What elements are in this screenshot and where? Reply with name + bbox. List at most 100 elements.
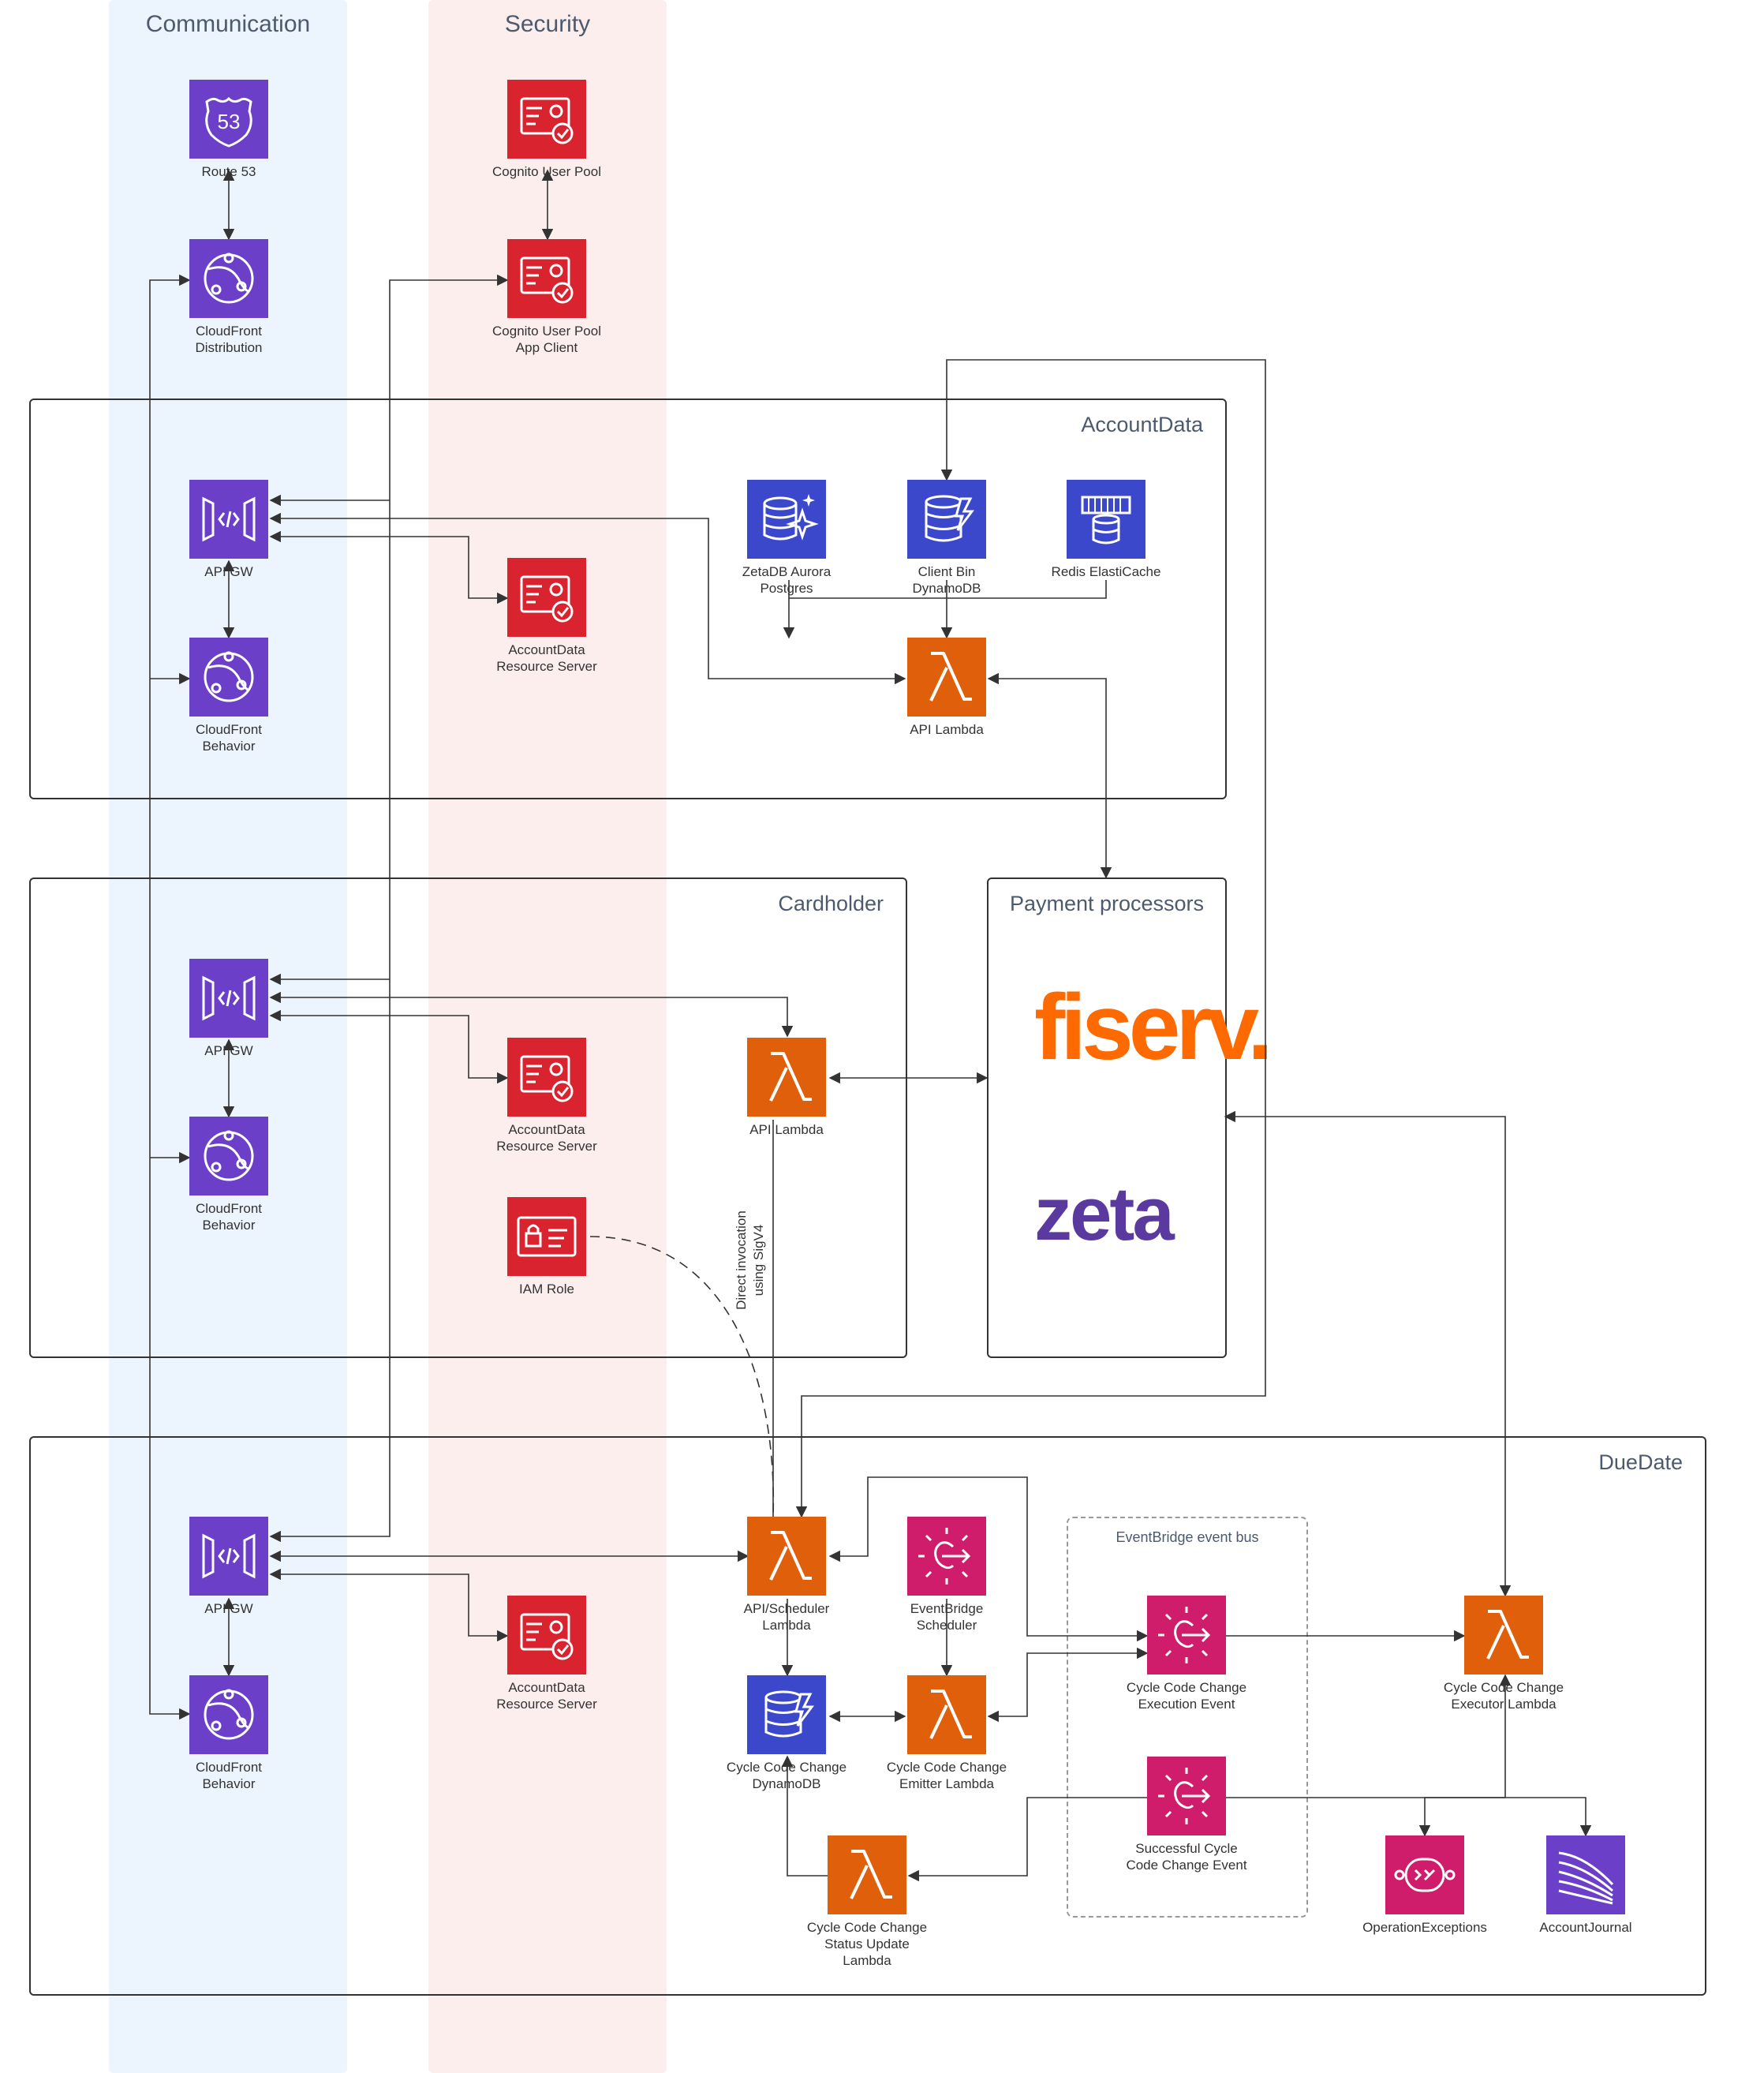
cardholder-api-lambda-node[interactable]: API Lambda xyxy=(747,1038,826,1137)
duedate-api-gw-node[interactable]: API GW xyxy=(189,1517,268,1616)
route53-node[interactable]: 53 Route 53 xyxy=(189,80,268,179)
duedate-cloudfront-behavior-label: CloudFront Behavior xyxy=(195,1760,263,1791)
cloudfront-trunk-line xyxy=(149,274,191,1720)
status-update-lambda-label: Cycle Code Change Status Update Lambda xyxy=(806,1920,928,1968)
payment-processors-group-title: Payment processors xyxy=(1009,892,1205,915)
accountdata-resource-server-node[interactable]: AccountData Resource Server xyxy=(496,558,597,674)
cognito-icon xyxy=(507,1038,586,1117)
eventbridge-event-bus-title: EventBridge event bus xyxy=(1116,1529,1259,1545)
aurora-icon xyxy=(747,480,826,559)
status-update-lambda-node[interactable]: Cycle Code Change Status Update Lambda xyxy=(807,1835,927,1968)
cognito-user-pool-label: Cognito User Pool xyxy=(492,164,601,179)
accountdata-group: AccountData xyxy=(29,399,1227,799)
route53-icon: 53 xyxy=(189,80,268,159)
appclient-trunk-line xyxy=(269,274,509,1543)
iam-role-label: IAM Role xyxy=(519,1282,574,1297)
dynamodb-icon xyxy=(907,480,986,559)
lambda-icon xyxy=(747,1517,826,1596)
duedate-resource-server-label: AccountData Resource Server xyxy=(496,1680,597,1712)
route53-label: Route 53 xyxy=(201,164,256,179)
elasticache-icon xyxy=(1067,480,1145,559)
accountdata-cloudfront-behavior-node[interactable]: CloudFront Behavior xyxy=(189,638,268,754)
client-bin-dynamodb-node[interactable]: Client Bin DynamoDB xyxy=(907,480,986,596)
execution-event-label: Cycle Code Change Execution Event xyxy=(1126,1680,1247,1712)
accountdata-api-gw-label: API GW xyxy=(204,564,253,579)
api-scheduler-lambda-node[interactable]: API/Scheduler Lambda xyxy=(744,1517,829,1633)
cardholder-cloudfront-behavior-node[interactable]: CloudFront Behavior xyxy=(189,1117,268,1233)
sqs-icon xyxy=(1385,1835,1464,1914)
cardholder-api-lambda-label: API Lambda xyxy=(749,1122,824,1137)
executor-lambda-node[interactable]: Cycle Code Change Executor Lambda xyxy=(1444,1596,1564,1712)
account-journal-label: AccountJournal xyxy=(1539,1920,1632,1935)
api-scheduler-lambda-label: API/Scheduler Lambda xyxy=(743,1601,830,1633)
security-lane-title: Security xyxy=(504,11,591,37)
duedate-api-gw-label: API GW xyxy=(204,1601,253,1616)
lambda-icon xyxy=(1464,1596,1543,1674)
cycle-code-change-dynamodb-node[interactable]: Cycle Code Change DynamoDB xyxy=(727,1675,846,1791)
iam-role-icon xyxy=(507,1197,586,1276)
duedate-resource-server-node[interactable]: AccountData Resource Server xyxy=(496,1596,597,1712)
eventbridge-scheduler-label: EventBridge Scheduler xyxy=(910,1601,984,1633)
cognito-app-client-node[interactable]: Cognito User Pool App Client xyxy=(492,239,601,355)
cloudfront-distribution-node[interactable]: CloudFront Distribution xyxy=(189,239,268,355)
api-gateway-icon xyxy=(189,480,268,559)
fiserv-logo: fiserv. xyxy=(1034,975,1273,1080)
account-journal-node[interactable]: AccountJournal xyxy=(1539,1835,1632,1935)
zetadb-aurora-label: ZetaDB Aurora Postgres xyxy=(742,564,832,596)
lambda-icon xyxy=(907,638,986,717)
zeta-logo: zeta xyxy=(1034,1172,1175,1256)
executor-lambda-label: Cycle Code Change Executor Lambda xyxy=(1443,1680,1564,1712)
cloudfront-icon xyxy=(189,638,268,717)
lambda-icon xyxy=(828,1835,906,1914)
cognito-icon xyxy=(507,80,586,159)
cognito-user-pool-node[interactable]: Cognito User Pool xyxy=(492,80,601,179)
zetadb-aurora-node[interactable]: ZetaDB Aurora Postgres xyxy=(742,480,831,596)
cardholder-resource-server-node[interactable]: AccountData Resource Server xyxy=(496,1038,597,1154)
cardholder-api-gw-node[interactable]: API GW xyxy=(189,959,268,1058)
cognito-icon xyxy=(507,1596,586,1674)
redis-elasticache-label: Redis ElastiCache xyxy=(1051,564,1161,579)
cardholder-api-gw-label: API GW xyxy=(204,1043,253,1058)
eventbridge-icon xyxy=(1147,1596,1226,1674)
redis-elasticache-node[interactable]: Redis ElastiCache xyxy=(1052,480,1160,579)
eventbridge-icon xyxy=(1147,1757,1226,1835)
emitter-lambda-node[interactable]: Cycle Code Change Emitter Lambda xyxy=(887,1675,1007,1791)
accountdata-group-title: AccountData xyxy=(1081,413,1203,436)
cloudfront-distribution-label: CloudFront Distribution xyxy=(195,324,263,355)
accountdata-api-gw-node[interactable]: API GW xyxy=(189,480,268,579)
cognito-app-client-label: Cognito User Pool App Client xyxy=(492,324,601,355)
accountdata-resource-server-label: AccountData Resource Server xyxy=(496,642,597,674)
direct-invocation-annotation: Direct invocation using SigV4 xyxy=(734,1210,766,1310)
svg-text:53: 53 xyxy=(218,110,241,133)
cloudfront-icon xyxy=(189,1675,268,1754)
lambda-icon xyxy=(747,1038,826,1117)
eventbridge-scheduler-node[interactable]: EventBridge Scheduler xyxy=(907,1517,986,1633)
accountdata-api-lambda-node[interactable]: API Lambda xyxy=(907,638,986,737)
api-gateway-icon xyxy=(189,1517,268,1596)
operation-exceptions-node[interactable]: OperationExceptions xyxy=(1362,1835,1487,1935)
duedate-cloudfront-behavior-node[interactable]: CloudFront Behavior xyxy=(189,1675,268,1791)
client-bin-dynamodb-label: Client Bin DynamoDB xyxy=(912,564,981,596)
lambda-icon xyxy=(907,1675,986,1754)
payment-processors-group: Payment processors fiserv. zeta xyxy=(987,877,1273,1358)
cloudfront-icon xyxy=(189,1117,268,1196)
communication-lane-title: Communication xyxy=(145,11,311,37)
successful-event-label: Successful Cycle Code Change Event xyxy=(1126,1841,1247,1873)
cardholder-cloudfront-behavior-label: CloudFront Behavior xyxy=(195,1201,263,1233)
accountdata-api-lambda-label: API Lambda xyxy=(910,722,984,737)
cloudfront-icon xyxy=(189,239,268,318)
execution-event-node[interactable]: Cycle Code Change Execution Event xyxy=(1127,1596,1246,1712)
kinesis-icon xyxy=(1546,1835,1625,1914)
accountdata-cloudfront-behavior-label: CloudFront Behavior xyxy=(195,722,263,754)
iam-role-node[interactable]: IAM Role xyxy=(507,1197,586,1297)
duedate-group-title: DueDate xyxy=(1598,1450,1683,1474)
cardholder-resource-server-label: AccountData Resource Server xyxy=(496,1122,597,1154)
operation-exceptions-label: OperationExceptions xyxy=(1362,1920,1487,1935)
successful-event-node[interactable]: Successful Cycle Code Change Event xyxy=(1126,1757,1247,1873)
dynamodb-icon xyxy=(747,1675,826,1754)
cycle-code-change-dynamodb-label: Cycle Code Change DynamoDB xyxy=(726,1760,847,1791)
eventbridge-icon xyxy=(907,1517,986,1596)
cognito-icon xyxy=(507,239,586,318)
